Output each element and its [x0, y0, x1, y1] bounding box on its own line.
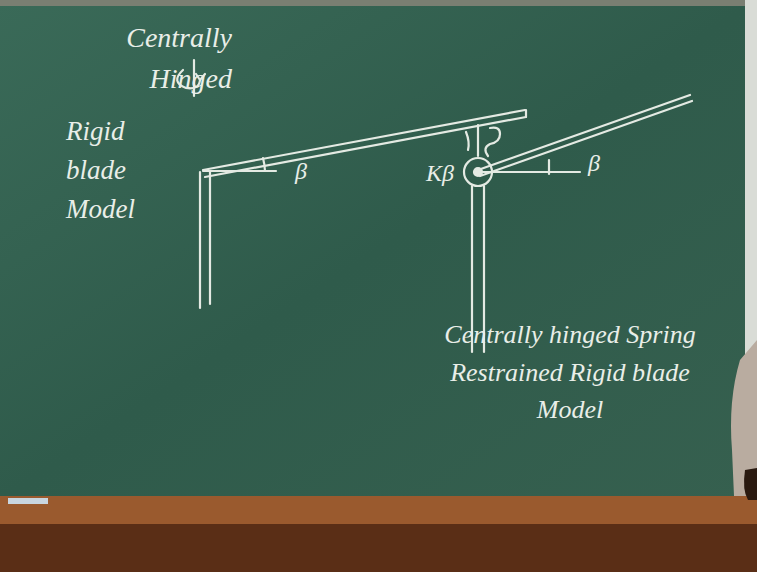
mast-line [209, 172, 211, 304]
angle-arc [263, 158, 265, 171]
rotation-arrow [485, 128, 500, 156]
chalk-drawing [177, 60, 692, 352]
label-text: β [295, 158, 307, 184]
mast-line [199, 172, 201, 308]
chalk-label: β [295, 154, 325, 189]
chalk-label: Centrally Hinged [62, 18, 232, 99]
label-text: Centrally Hinged [126, 22, 232, 94]
blade-line [478, 95, 690, 170]
chalk-label: Rigid blade Model [66, 112, 176, 229]
blade-tip [525, 110, 527, 117]
reference-line [478, 171, 580, 173]
label-text: Rigid blade Model [66, 116, 135, 224]
board-surface [0, 0, 757, 500]
chalk-ledge [0, 496, 757, 524]
label-text: Kβ [426, 160, 454, 186]
blade-line [203, 110, 525, 170]
lecturer-hand [744, 468, 757, 500]
chalk-label: β [588, 146, 618, 181]
board-frame [0, 0, 757, 6]
rotation-axis [477, 125, 479, 156]
label-text: β [588, 150, 600, 176]
angle-tick [548, 160, 550, 174]
label-text: Centrally hinged Spring Restrained Rigid… [444, 320, 695, 424]
ledge-shadow [0, 524, 757, 572]
rotation-arrow [466, 132, 469, 150]
chalk-label: Centrally hinged Spring Restrained Rigid… [420, 316, 720, 429]
chalk-label: Kβ [426, 156, 462, 191]
blade-line [205, 117, 526, 177]
duster [8, 498, 48, 504]
blade-line [480, 101, 692, 176]
